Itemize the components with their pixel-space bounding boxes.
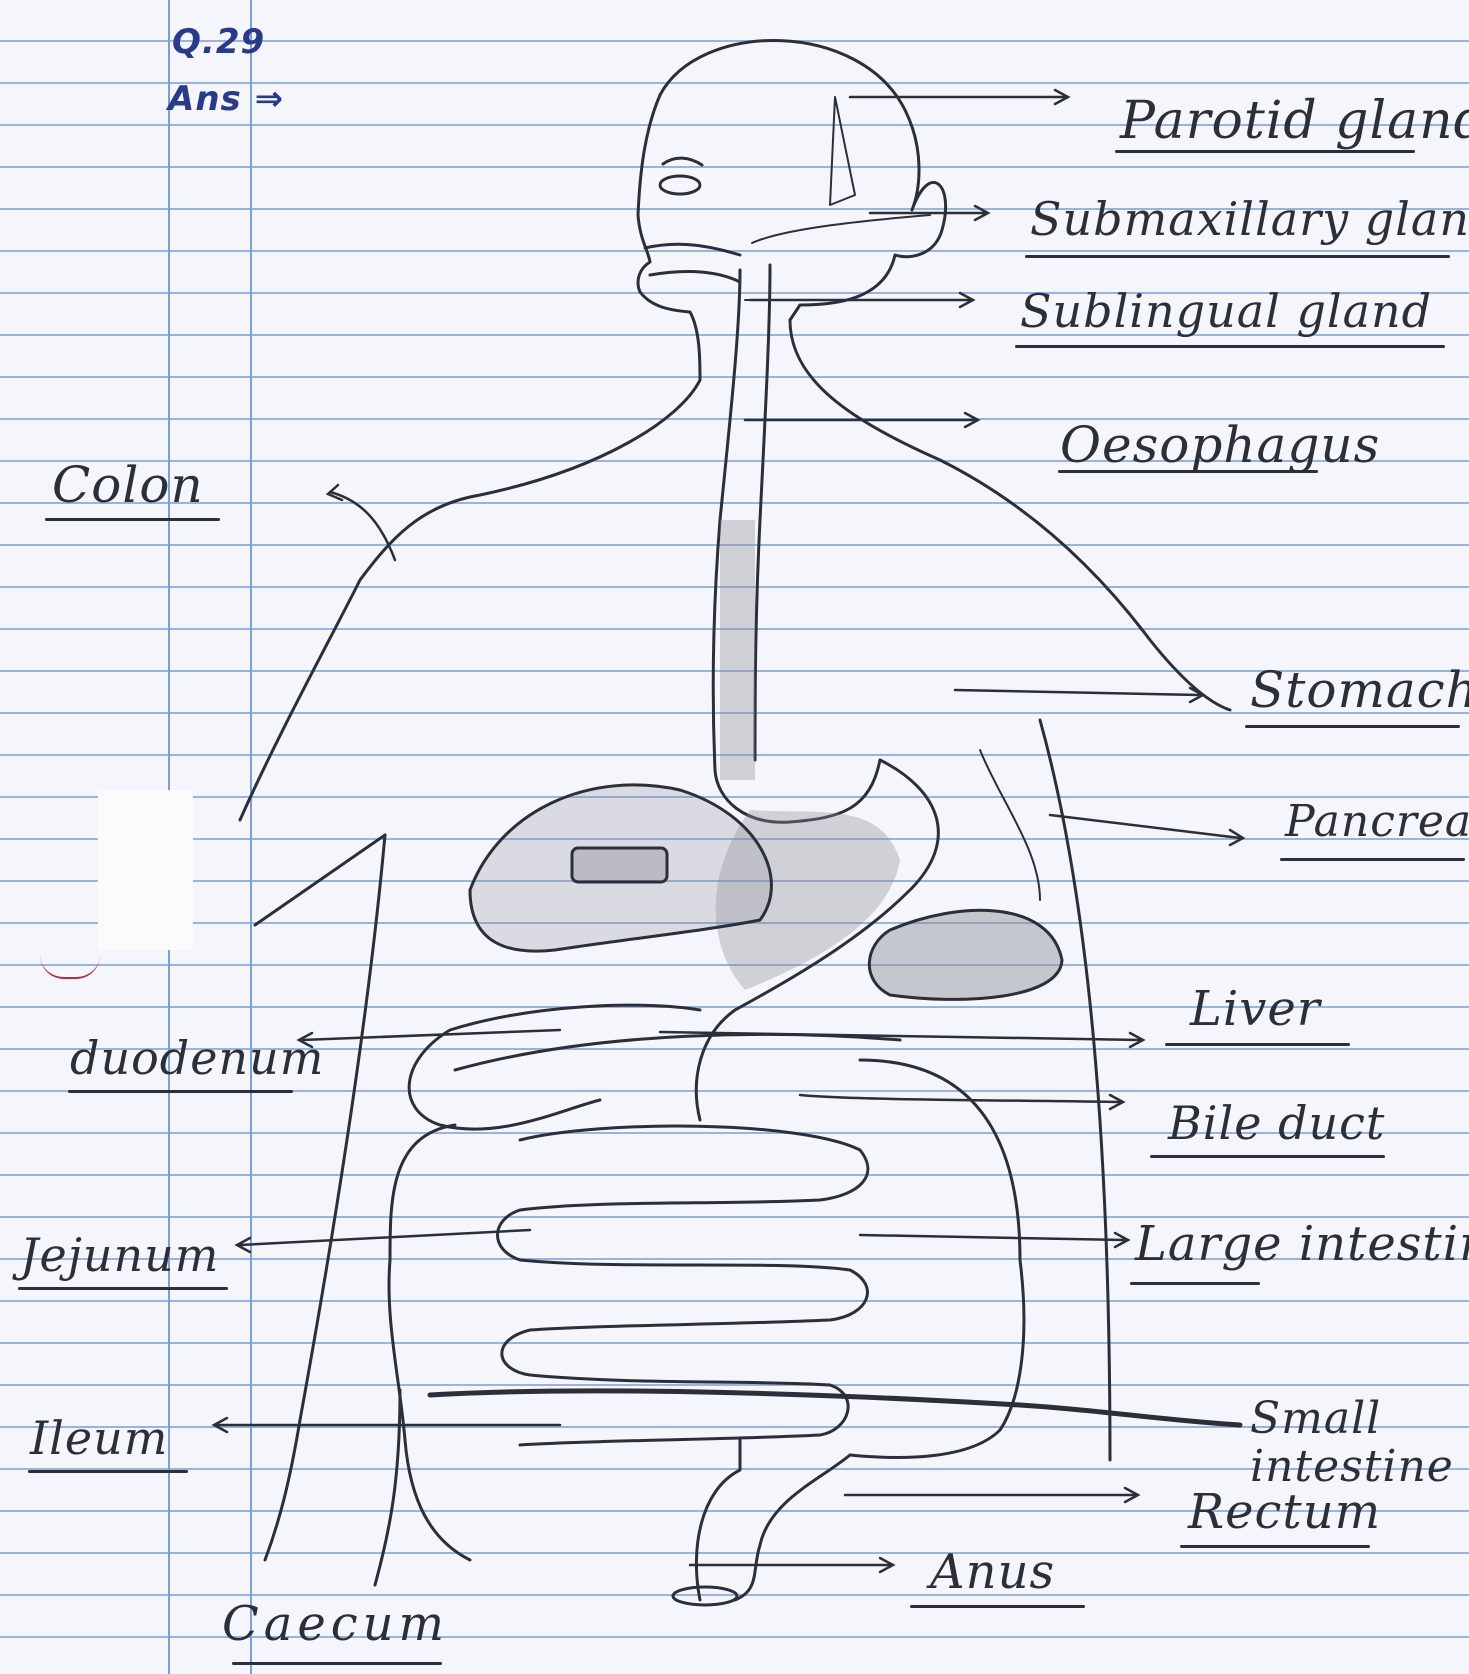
underline-liver [1165,1043,1350,1046]
body-left-diagonal [255,835,385,925]
underline-anus [910,1605,1085,1608]
gall-bladder [572,848,667,882]
eye [660,176,700,194]
label-anus: Anus [930,1548,1055,1596]
label-small-intestine: Small intestine [1250,1395,1460,1492]
underline-jejunum [18,1287,228,1290]
body-left-vertical [265,835,385,1560]
underline-pancreas [1280,858,1465,861]
underline-large-intestine [1130,1282,1260,1285]
eyebrow [663,158,702,165]
tongue [650,271,740,282]
underline-oesophagus [1058,470,1318,473]
underline-sublingual [1015,345,1445,348]
arrow-pancreas [1050,815,1243,845]
label-bile-duct: Bile duct [1168,1100,1385,1146]
arrow-rectum [845,1488,1138,1502]
anus-opening [673,1587,737,1605]
underline-parotid [1115,150,1415,153]
pancreas [869,910,1062,999]
head-outline [660,40,946,320]
mouth [645,244,740,255]
label-pancreas: Pancreas [1285,800,1469,844]
small-intestine-band [430,1391,1240,1425]
neck-shoulder-right [790,320,1230,710]
label-submaxillary-gland: Submaxillary gland [1030,196,1469,242]
label-liver: Liver [1190,985,1321,1033]
rectum-right [735,1455,850,1600]
underline-submaxillary [1025,255,1450,258]
arrow-parotid [850,90,1068,104]
parotid-gland [830,97,855,205]
arrow-ileum [214,1418,560,1432]
label-large-intestine: Large intestine [1135,1220,1469,1268]
arrow-bile-duct [800,1095,1123,1109]
underline-stomach [1245,725,1460,728]
right-side-line [1040,720,1110,1460]
face-profile [638,95,700,380]
liver-pointer-body [980,750,1040,900]
label-caecum: Caecum [222,1600,449,1648]
arrow-jejunum [237,1230,530,1252]
arrow-anus [690,1558,893,1572]
large-intestine [389,1125,470,1560]
underline-ileum [28,1470,188,1473]
transverse-colon [455,1034,900,1070]
label-rectum: Rectum [1188,1488,1381,1536]
underline-caecum [232,1662,442,1665]
label-duodenum: duodenum [70,1035,324,1081]
underline-rectum [1180,1545,1370,1548]
submax-gland [752,215,930,243]
label-ileum: Ileum [30,1415,168,1461]
underline-bile-duct [1150,1155,1385,1158]
answer-marker: Ans ⇒ [168,82,284,116]
question-number: Q.29 [172,25,265,59]
label-jejunum: Jejunum [20,1232,219,1278]
caecum-line [375,1390,400,1585]
label-parotid-gland: Parotid gland [1120,95,1469,147]
underline-colon [45,518,220,521]
label-oesophagus: Oesophagus [1060,420,1380,470]
stomach-shaded [720,520,755,780]
label-colon: Colon [52,460,204,510]
duodenum [409,1005,700,1129]
rectum [696,1440,740,1600]
oesophagus-tube-inner [755,265,770,760]
arrow-oesophagus [745,413,978,427]
label-sublingual-gland: Sublingual gland [1020,288,1432,334]
arrow-stomach [955,688,1203,702]
label-stomach: Stomach [1250,665,1469,715]
arrow-large-intestine [860,1233,1128,1247]
neck-shoulder-left [240,380,700,820]
arrow-liver [660,1032,1143,1047]
underline-duodenum [68,1090,293,1093]
